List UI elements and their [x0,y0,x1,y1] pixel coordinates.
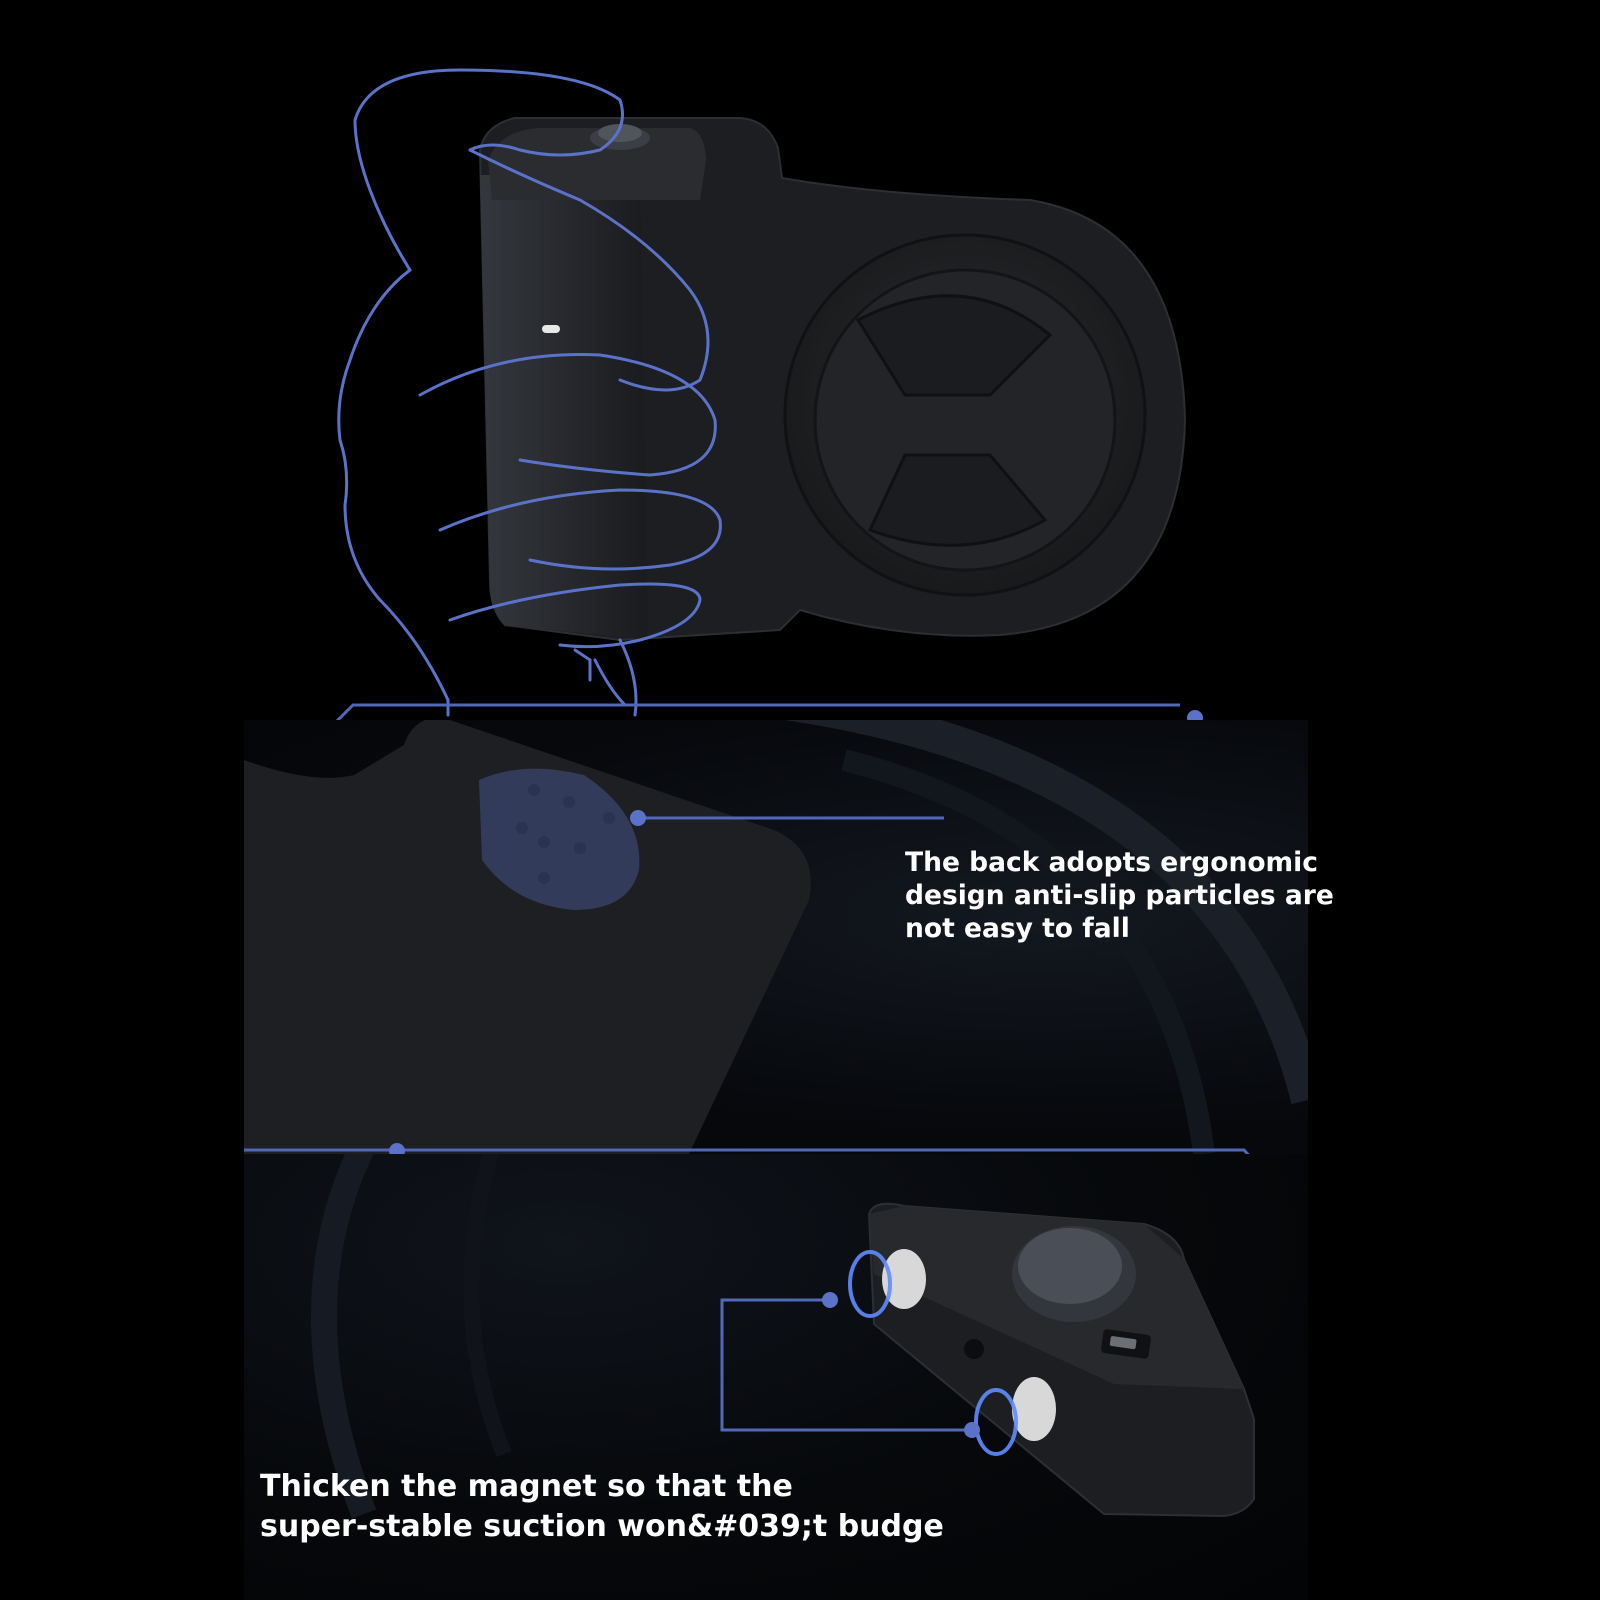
device-back-surface [244,720,811,1154]
magnet-caption-line-2: super-stable suction won&#039;t budge [260,1509,944,1544]
magnet-panel [244,1154,1308,1600]
magnet-caption-line-1: Thicken the magnet so that the [260,1469,793,1504]
anti-slip-particle-area [479,768,640,910]
grip-hand-panel [0,0,1600,720]
magnet-callout-bracket [720,1298,979,1432]
anti-slip-back-illustration [244,720,1308,1154]
divider-dot-lower [389,1143,405,1154]
led-indicator [542,325,560,333]
magnet-callout-dot-bottom [964,1422,980,1438]
hand-outline [337,68,722,717]
magnet-ring-top [848,1250,892,1318]
grip-hand-illustration [335,68,1203,720]
magnetic-clip-device [848,1202,1255,1518]
callout-dot-back [630,810,646,826]
divider-dot [1187,710,1203,720]
back-design-caption-line-3: not easy to fall [905,913,1130,944]
magnet-callout-dot-top [822,1292,838,1308]
magnet-ring-bottom [974,1388,1018,1456]
anti-slip-back-panel [244,720,1308,1154]
back-design-caption-line-1: The back adopts ergonomic [905,847,1318,878]
magnet-illustration [311,1154,1255,1519]
magnet-top [882,1249,926,1309]
divider-connector-line-lower [244,1148,1250,1154]
magnet-bottom [1012,1377,1056,1441]
magnet-caption: Thicken the magnet so that the super-sta… [260,1467,944,1547]
back-design-caption-line-2: design anti-slip particles are [905,880,1334,911]
divider-connector-line [335,703,1180,720]
shutter-grip-device [478,117,1187,642]
back-design-caption: The back adopts ergonomic design anti-sl… [905,846,1334,945]
